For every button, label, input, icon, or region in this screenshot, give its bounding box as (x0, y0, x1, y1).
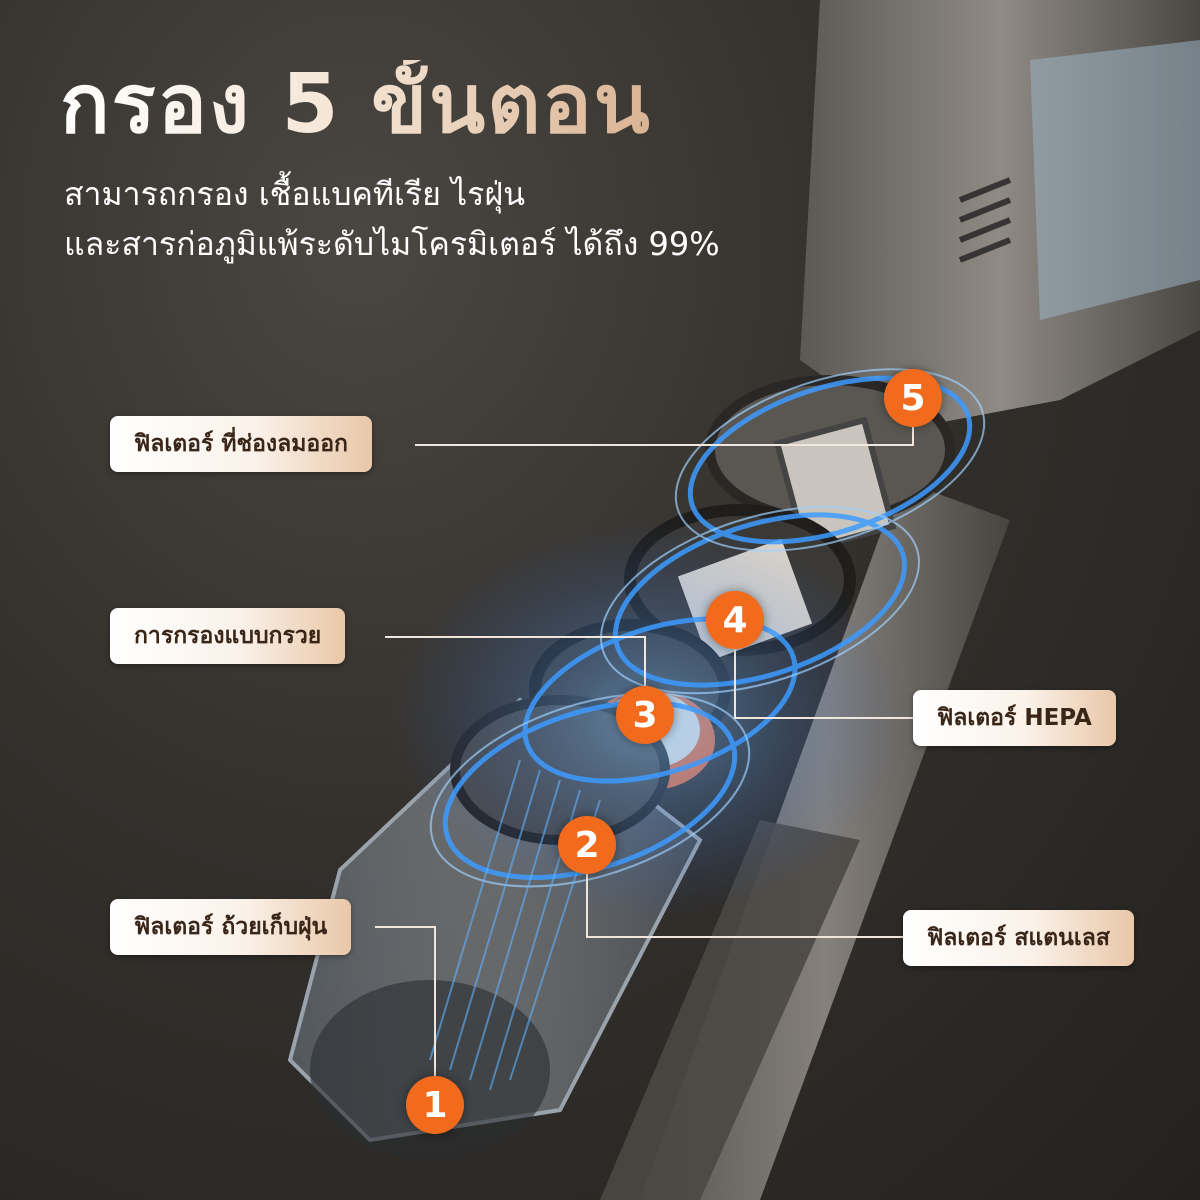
label-exhaust-filter: ฟิลเตอร์ ที่ช่องลมออก (110, 416, 372, 472)
page-title: กรอง 5 ขั้นตอน (60, 57, 652, 152)
step-badge-2: 2 (558, 816, 616, 874)
label-stainless-filter: ฟิลเตอร์ สแตนเลส (903, 910, 1134, 966)
subtitle-line-1: สามารถกรอง เชื้อแบคทีเรีย ไรฝุ่น (64, 175, 525, 213)
step-badge-1: 1 (406, 1076, 464, 1134)
airflow-rings (442, 375, 973, 880)
label-dust-cup-filter: ฟิลเตอร์ ถ้วยเก็บฝุ่น (110, 899, 352, 955)
subtitle-line-2: และสารก่อภูมิแพ้ระดับไมโครมิเตอร์ ได้ถึง… (64, 225, 720, 263)
label-cyclone-filter: การกรองแบบกรวย (110, 608, 346, 664)
step-badge-3: 3 (616, 686, 674, 744)
step-badge-5: 5 (884, 369, 942, 427)
label-hepa-filter: ฟิลเตอร์ HEPA (913, 690, 1116, 746)
leader-lines (375, 398, 914, 1105)
vacuum-motor-housing (800, 0, 1200, 430)
step-badge-4: 4 (706, 591, 764, 649)
